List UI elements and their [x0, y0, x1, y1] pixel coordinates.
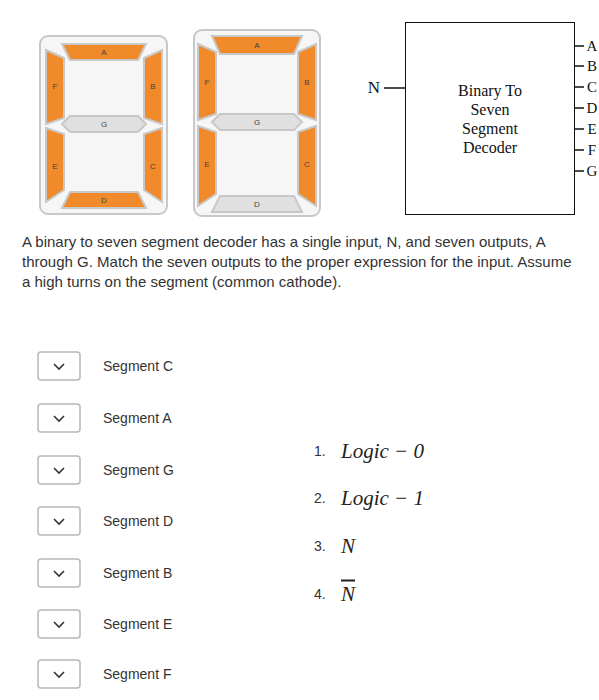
list-number: 1. [314, 443, 326, 459]
chevron [54, 571, 64, 576]
dropdown-box [38, 559, 80, 587]
segment-choice: Segment E [103, 616, 172, 632]
seven-segment-display [194, 30, 320, 216]
dropdown-box [38, 507, 80, 535]
segment-letter: D [101, 196, 107, 205]
segment-choice: Segment D [103, 513, 173, 529]
segment-letter: D [254, 200, 260, 209]
segment-choice: Segment F [103, 666, 171, 682]
dropdowns [38, 352, 80, 688]
output-pin: F [588, 142, 596, 159]
list-number: 3. [314, 538, 326, 554]
chevron [54, 416, 64, 421]
segment-letter: B [150, 82, 155, 91]
list-number: 2. [314, 490, 326, 506]
seven-segment-display [40, 36, 167, 214]
dropdown-box [38, 404, 80, 432]
chevron [54, 364, 64, 369]
output-wires [575, 46, 584, 171]
option-expression: N [341, 582, 355, 607]
segment-letter: G [101, 120, 107, 129]
input-wire [384, 87, 405, 89]
chevron [54, 672, 64, 677]
segment-letter: E [204, 160, 209, 169]
decoder-box: Binary To Seven Segment Decoder [405, 22, 575, 215]
segment-letter: C [304, 160, 310, 169]
segment-letter: A [101, 48, 106, 57]
decoder-title: Binary To Seven Segment Decoder [450, 81, 530, 157]
segment-letter: G [254, 118, 260, 127]
list-number: 4. [314, 586, 326, 602]
chevron [54, 468, 64, 473]
output-pin: C [587, 79, 597, 96]
question-text: A binary to seven segment decoder has a … [22, 232, 582, 292]
output-pin: D [587, 100, 598, 117]
segment-choice: Segment B [103, 565, 172, 581]
dropdown-box [38, 456, 80, 484]
segment-letter: C [150, 162, 156, 171]
output-pin: B [587, 58, 597, 75]
output-pin: G [587, 163, 598, 180]
dropdown-box [38, 352, 80, 380]
segment-letter: F [205, 78, 210, 87]
segment-letter: B [304, 78, 309, 87]
segment-choice: Segment C [103, 358, 173, 374]
output-pin: A [587, 38, 598, 55]
segment-letter: E [52, 162, 57, 171]
output-pin: E [587, 121, 596, 138]
chevron [54, 519, 64, 524]
segment-choice: Segment A [103, 410, 172, 426]
segment-letter: A [254, 41, 259, 50]
option-expression: N [341, 534, 355, 559]
dropdown-box [38, 610, 80, 638]
option-expression: Logic − 0 [341, 439, 424, 464]
dropdown-box [38, 660, 80, 688]
chevron [54, 622, 64, 627]
input-pin: N [368, 78, 380, 98]
segment-letter: F [53, 82, 58, 91]
option-expression: Logic − 1 [341, 486, 424, 511]
segment-choice: Segment G [103, 462, 174, 478]
